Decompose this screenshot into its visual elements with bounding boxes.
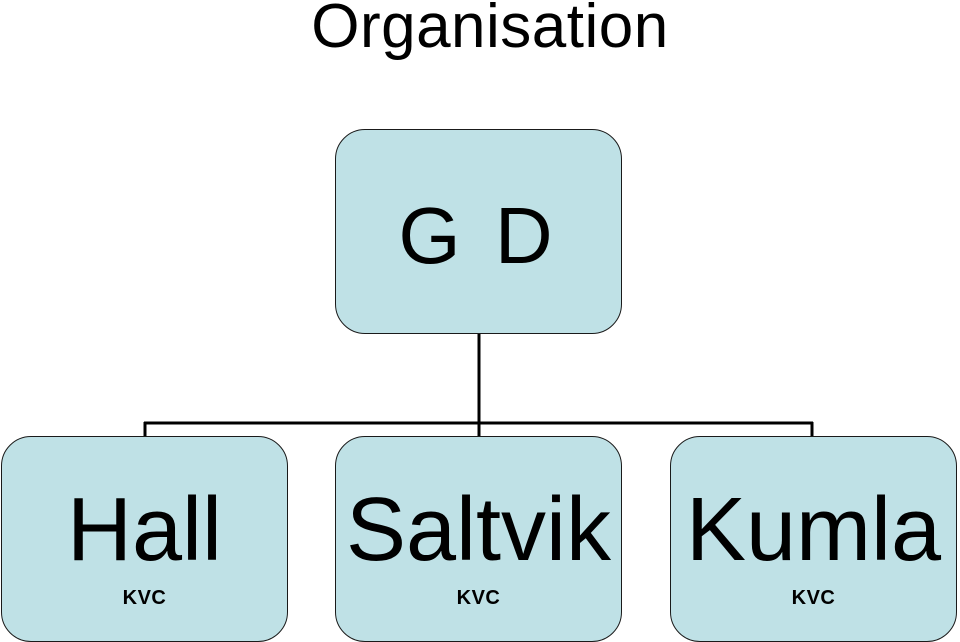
node-gd-label: G D (398, 190, 559, 280)
diagram-title: Organisation (311, 0, 669, 61)
node-hall-sublabel: KVC (122, 587, 167, 609)
node-hall-label: Hall (66, 480, 223, 580)
node-gd: G D (335, 129, 622, 334)
node-saltvik-label: Saltvik (345, 480, 612, 580)
node-hall: Hall KVC (1, 436, 288, 642)
node-kumla: Kumla KVC (670, 436, 957, 642)
node-saltvik-sublabel: KVC (456, 587, 501, 609)
node-kumla-sublabel: KVC (791, 587, 836, 609)
node-saltvik: Saltvik KVC (335, 436, 622, 642)
node-kumla-label: Kumla (685, 480, 942, 580)
